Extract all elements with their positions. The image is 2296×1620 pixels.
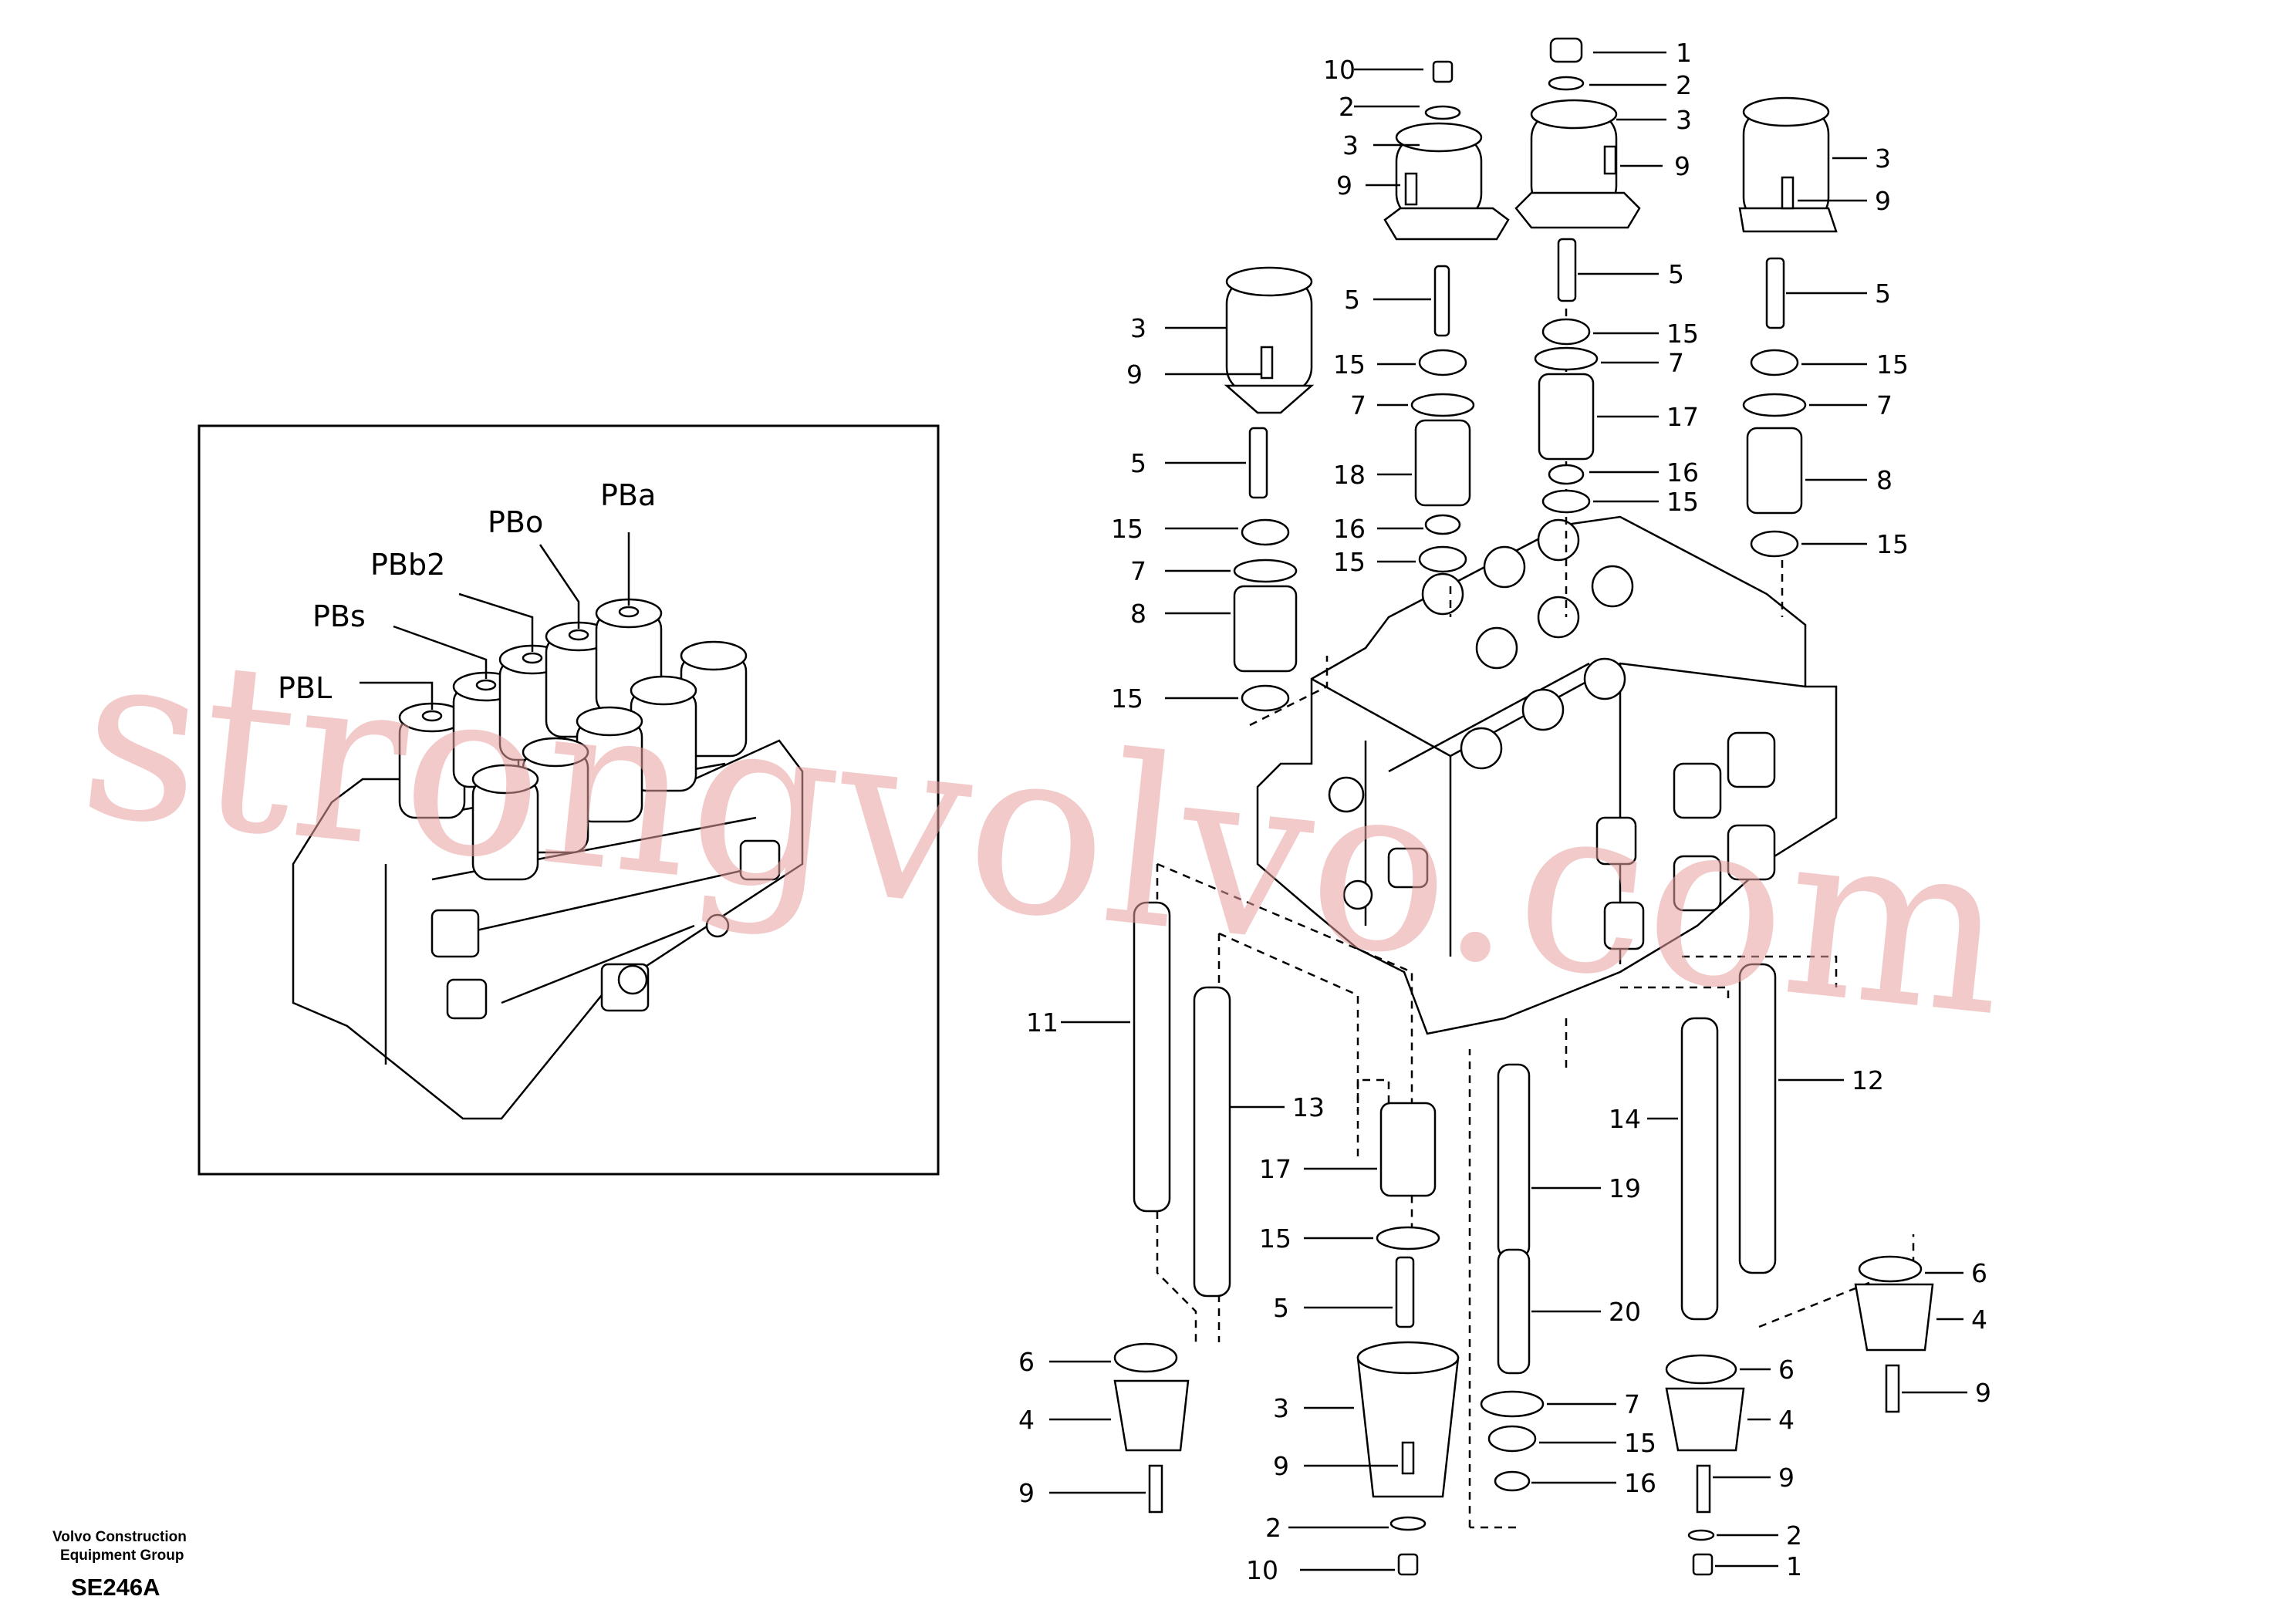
callout-label: 17 bbox=[1666, 402, 1699, 432]
publisher-footer: Volvo Construction Equipment Group SE246… bbox=[52, 1529, 187, 1601]
callout-label: 10 bbox=[1246, 1555, 1278, 1585]
callout-label: 8 bbox=[1130, 599, 1146, 629]
callout-label: 4 bbox=[1018, 1405, 1035, 1435]
inset-label-pbb2: PBb2 bbox=[370, 548, 445, 582]
footer-publisher-line2: Equipment Group bbox=[60, 1547, 184, 1564]
inset-solenoids bbox=[398, 598, 748, 881]
callout-label: 9 bbox=[1336, 170, 1352, 201]
callout-label: 9 bbox=[1875, 186, 1891, 216]
inset-label-pbl: PBL bbox=[278, 671, 332, 705]
callout-label: 1 bbox=[1786, 1551, 1802, 1581]
callout-label: 5 bbox=[1344, 285, 1360, 315]
top-center-left-stack bbox=[1410, 349, 1475, 573]
callout-label: 2 bbox=[1339, 92, 1355, 122]
callout-label: 15 bbox=[1876, 349, 1909, 380]
top-solenoid-far-left bbox=[1224, 266, 1315, 712]
callout-label: 3 bbox=[1130, 313, 1146, 343]
callout-label: 3 bbox=[1875, 143, 1891, 174]
callout-label: 16 bbox=[1333, 514, 1366, 544]
callout-label: 15 bbox=[1259, 1223, 1292, 1254]
callout-label: 10 bbox=[1323, 55, 1356, 85]
inset-label-pbo: PBo bbox=[488, 505, 543, 539]
top-solenoid-left bbox=[1383, 60, 1510, 337]
callout-label: 3 bbox=[1342, 130, 1359, 160]
footer-publisher-line1: Volvo Construction bbox=[52, 1529, 187, 1545]
callout-label: 12 bbox=[1852, 1065, 1884, 1095]
callout-label: 15 bbox=[1333, 547, 1366, 577]
callout-label: 7 bbox=[1668, 348, 1684, 378]
inset-label-pba: PBa bbox=[600, 478, 656, 512]
main-valve-body bbox=[1256, 515, 1838, 1035]
callout-label: 16 bbox=[1624, 1468, 1656, 1498]
callout-label: 5 bbox=[1668, 259, 1684, 289]
callout-label: 2 bbox=[1676, 70, 1692, 100]
callout-label: 13 bbox=[1292, 1092, 1325, 1122]
callout-label: 15 bbox=[1111, 514, 1143, 544]
inset-leaders bbox=[360, 532, 630, 710]
callout-label: 5 bbox=[1273, 1293, 1289, 1323]
callout-label: 7 bbox=[1350, 390, 1366, 420]
lower-spools bbox=[1133, 901, 1777, 1375]
callout-label: 5 bbox=[1875, 278, 1891, 309]
callout-label: 15 bbox=[1624, 1428, 1656, 1458]
callout-numbers: 10 2 3 9 1 2 3 9 3 9 3 9 5 5 5 5 15 7 17… bbox=[1018, 38, 1991, 1585]
top-solenoid-center bbox=[1514, 37, 1641, 514]
callout-label: 15 bbox=[1666, 319, 1699, 349]
diagram-code: SE246A bbox=[71, 1574, 160, 1601]
callout-label: 5 bbox=[1130, 448, 1146, 478]
callout-label: 7 bbox=[1624, 1389, 1640, 1419]
callout-label: 8 bbox=[1876, 465, 1893, 495]
callout-label: 14 bbox=[1609, 1104, 1641, 1134]
callout-label: 18 bbox=[1333, 460, 1366, 490]
callout-label: 9 bbox=[1126, 359, 1143, 390]
callout-label: 17 bbox=[1259, 1154, 1292, 1184]
callout-label: 15 bbox=[1876, 529, 1909, 559]
callout-label: 3 bbox=[1273, 1393, 1289, 1423]
callout-label: 15 bbox=[1666, 487, 1699, 517]
callout-label: 6 bbox=[1018, 1347, 1035, 1377]
callout-label: 6 bbox=[1971, 1258, 1987, 1288]
lower-end-caps bbox=[1113, 1102, 1934, 1576]
callout-label: 4 bbox=[1971, 1304, 1987, 1335]
inset-overview: PBL PBs PBb2 PBo PBa bbox=[198, 424, 940, 1176]
callout-label: 3 bbox=[1676, 105, 1692, 135]
callout-label: 9 bbox=[1018, 1478, 1035, 1508]
callout-label: 11 bbox=[1026, 1007, 1059, 1038]
callout-label: 7 bbox=[1130, 556, 1146, 586]
callout-label: 9 bbox=[1273, 1451, 1289, 1481]
callout-label: 6 bbox=[1778, 1355, 1795, 1385]
inset-valve-block bbox=[292, 739, 804, 1120]
callout-label: 19 bbox=[1609, 1173, 1641, 1203]
callout-leaders bbox=[1049, 51, 1967, 1571]
callout-label: 9 bbox=[1674, 151, 1690, 181]
inset-label-pbs: PBs bbox=[312, 599, 366, 633]
callout-label: 16 bbox=[1666, 457, 1699, 488]
callout-label: 15 bbox=[1111, 683, 1143, 714]
callout-label: 9 bbox=[1975, 1378, 1991, 1408]
callout-label: 2 bbox=[1265, 1513, 1281, 1543]
top-solenoid-right bbox=[1738, 96, 1838, 558]
callout-label: 15 bbox=[1333, 349, 1366, 380]
callout-label: 20 bbox=[1609, 1297, 1641, 1327]
callout-label: 7 bbox=[1876, 390, 1893, 420]
callout-label: 9 bbox=[1778, 1463, 1795, 1493]
callout-label: 1 bbox=[1676, 38, 1692, 68]
callout-label: 2 bbox=[1786, 1520, 1802, 1551]
callout-label: 4 bbox=[1778, 1405, 1795, 1435]
